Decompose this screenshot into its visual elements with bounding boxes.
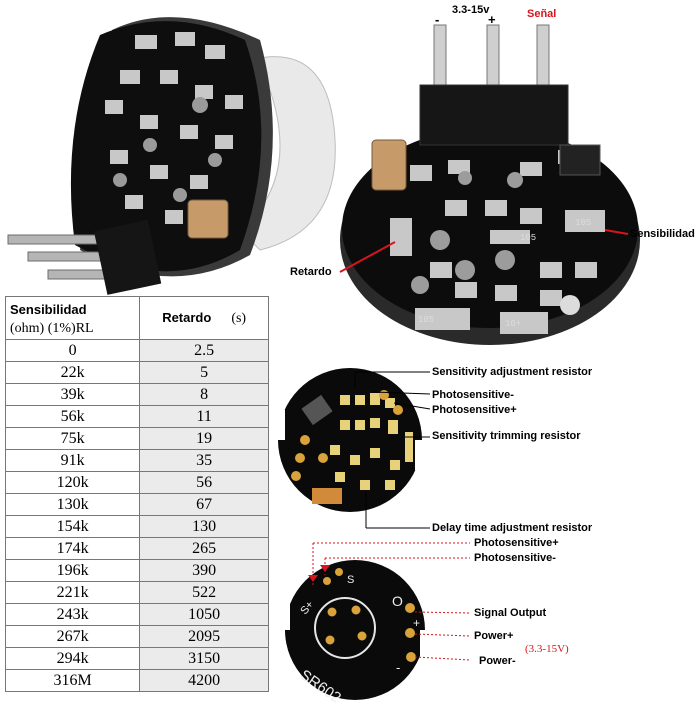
pcb-text-r1: 105 — [520, 233, 536, 243]
sensor-ring — [314, 597, 376, 659]
header-ret-unit: (s) — [231, 311, 247, 326]
pin-signal-label: Señal — [527, 8, 557, 20]
retardo-label: Retardo — [290, 266, 332, 278]
pcb-text-r3: 105 — [575, 218, 591, 228]
pcb-text-r2: 105 — [418, 315, 434, 325]
label-photosensitive-plus-top: Photosensitive+ — [432, 404, 517, 416]
table-header-row: Sensibilidad (ohm) (1%)RL Retardo (s) — [4, 296, 269, 340]
cell-retardo: 265 — [139, 537, 269, 560]
top-capacitor — [312, 488, 342, 504]
cell-sensibilidad: 75k — [4, 427, 141, 450]
pad-label-s: S — [347, 574, 354, 586]
label-photosensitive-minus-top: Photosensitive- — [432, 389, 514, 401]
cell-retardo: 522 — [139, 581, 269, 604]
cell-sensibilidad: 56k — [4, 405, 141, 428]
cell-sensibilidad: 154k — [4, 515, 141, 538]
cell-retardo: 67 — [139, 493, 269, 516]
header-sens-unit: (ohm) (1%)RL — [10, 321, 94, 336]
header-retardo: Retardo (s) — [139, 296, 269, 340]
label-delay-time: Delay time adjustment resistor — [432, 522, 593, 534]
cell-retardo: 4200 — [139, 669, 269, 692]
cell-retardo: 35 — [139, 449, 269, 472]
pin-header-housing — [93, 219, 162, 295]
pad-label-plus: + — [413, 616, 420, 630]
label-sensitivity-trimming: Sensitivity trimming resistor — [432, 430, 581, 442]
label-photosensitive-minus-bottom: Photosensitive- — [474, 552, 556, 564]
label-signal-output: Signal Output — [474, 607, 547, 619]
top-chip — [301, 394, 333, 426]
pcb-text-r4: 10+ — [505, 319, 521, 329]
cell-sensibilidad: 316M — [4, 669, 141, 692]
pin-plus-label: + — [488, 12, 496, 27]
header-ret-text: Retardo — [162, 310, 212, 325]
label-power-plus: Power+ — [474, 630, 514, 642]
cell-retardo: 56 — [139, 471, 269, 494]
header-sens-text: Sensibilidad — [10, 302, 87, 317]
lens-dome — [239, 56, 336, 251]
pin-voltage-label: 3.3-15v — [452, 4, 490, 16]
cell-retardo: 2.5 — [139, 339, 269, 362]
pin-minus-label: - — [435, 12, 440, 27]
header-sensibilidad: Sensibilidad (ohm) (1%)RL — [4, 296, 141, 340]
cell-retardo: 130 — [139, 515, 269, 538]
cell-sensibilidad: 243k — [4, 603, 141, 626]
front-capacitor — [371, 139, 407, 191]
label-photosensitive-plus-bottom: Photosensitive+ — [474, 537, 559, 549]
pad-label-o: O — [392, 593, 403, 609]
front-header — [419, 84, 569, 146]
cell-retardo: 19 — [139, 427, 269, 450]
bottom-board — [285, 560, 425, 700]
label-sensitivity-adjustment: Sensitivity adjustment resistor — [432, 366, 593, 378]
capacitor — [187, 199, 229, 239]
sensibilidad-pointer — [604, 229, 629, 235]
cell-sensibilidad: 91k — [4, 449, 141, 472]
label-power-minus: Power- — [479, 655, 516, 667]
label-voltage-range: (3.3-15V) — [525, 643, 569, 655]
retardo-pointer — [339, 241, 396, 273]
sensibilidad-label: Sensibilidad — [630, 228, 695, 240]
cell-sensibilidad: 196k — [4, 559, 141, 582]
cell-retardo: 390 — [139, 559, 269, 582]
cell-retardo: 3150 — [139, 647, 269, 670]
pad-label-minus: - — [396, 660, 400, 675]
